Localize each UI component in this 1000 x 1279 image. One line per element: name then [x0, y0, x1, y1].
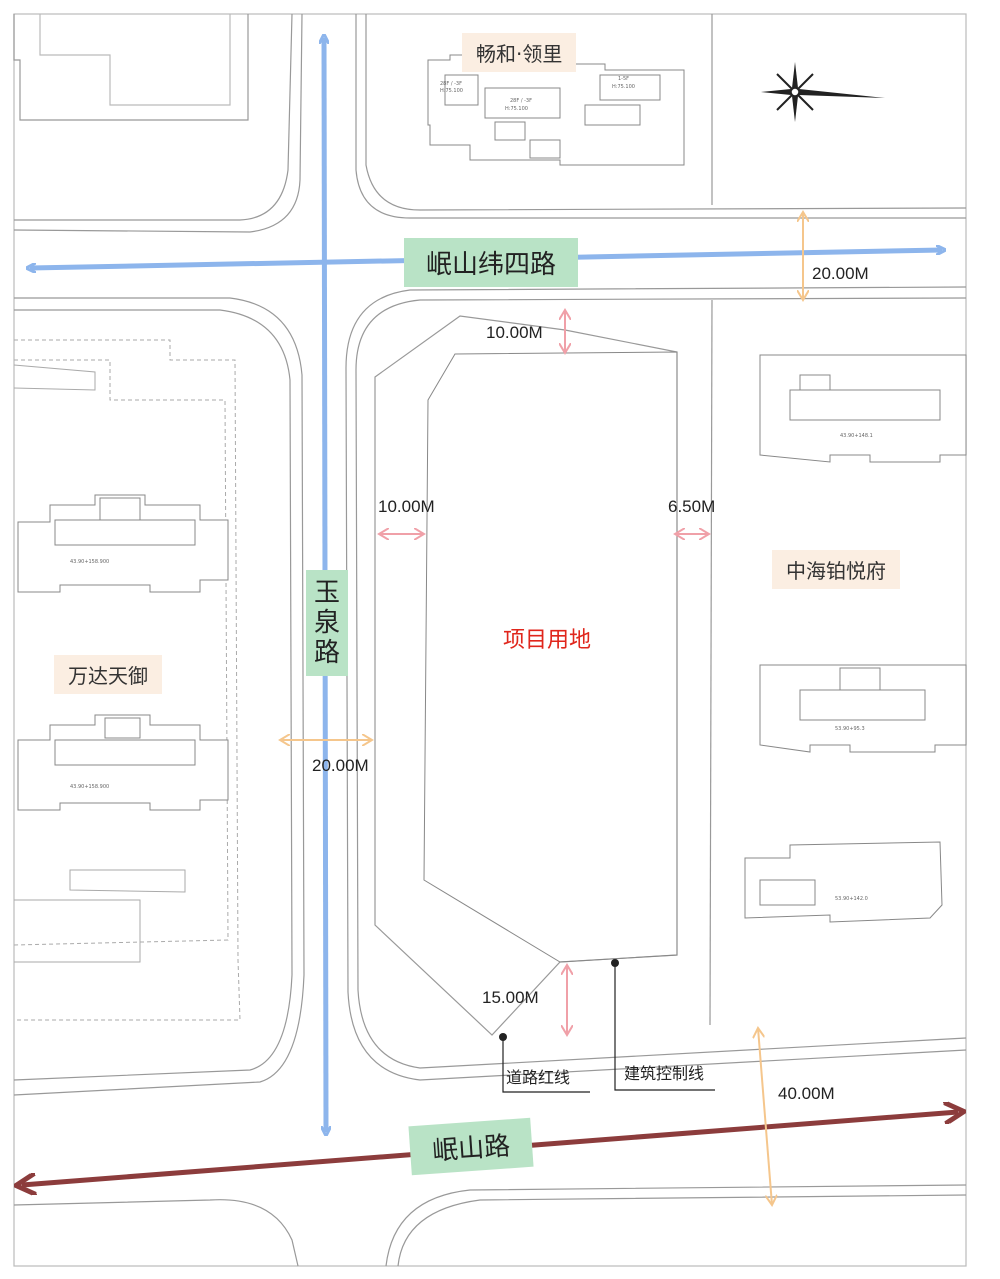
dim-north-road: 20.00M: [812, 264, 869, 283]
red-line-label: 道路红线: [506, 1068, 571, 1087]
road-edges: [13, 13, 967, 1267]
dim-setback-west: 10.00M: [378, 497, 435, 516]
community-label-north: 畅和·领里: [462, 33, 577, 72]
control-line-label: 建筑控制线: [624, 1064, 705, 1083]
west-plot-solid: [13, 364, 186, 963]
east-building-3: [744, 841, 943, 923]
south-road-width-arrow: [758, 1028, 772, 1205]
road-label-north: 岷山纬四路: [404, 238, 579, 287]
building-control-boundary: [423, 351, 678, 963]
west-building-2: [17, 714, 229, 811]
east-building-2: [759, 664, 967, 753]
building-tags: 28F / -3F H:75.100 28F / -3F H:75.100 1-…: [70, 76, 873, 902]
dim-setback-north: 10.00M: [486, 323, 543, 342]
tag-north-b1-h: H:75.100: [440, 88, 463, 94]
site-boundary: [374, 315, 678, 1036]
tag-east-b1-h: 43.90+148.1: [840, 433, 873, 439]
east-building-1: [759, 354, 967, 463]
map-frame: [13, 13, 967, 1267]
tag-west-b1-h: 43.90+158.900: [70, 559, 109, 565]
tag-north-b2-h: H:75.100: [505, 106, 528, 112]
red-line-marker: [499, 1033, 507, 1041]
site-label: 项目用地: [503, 628, 592, 653]
north-building-cluster: [427, 54, 685, 166]
tag-north-b3: 1-5F: [618, 76, 629, 82]
dim-setback-south: 15.00M: [482, 988, 539, 1007]
tag-east-b3-h: 53.90+142.0: [835, 896, 868, 902]
dim-west-road: 20.00M: [312, 756, 369, 775]
control-line-marker: [611, 959, 619, 967]
community-label-east: 中海铂悦府: [772, 550, 900, 589]
leader-lines: [502, 963, 715, 1093]
west-building-1: [17, 494, 229, 593]
north-arrow-icon: [761, 62, 885, 122]
tag-west-b2-h: 43.90+158.900: [70, 784, 109, 790]
dim-south-road: 40.00M: [778, 1084, 835, 1103]
tag-north-b1: 28F / -3F: [440, 81, 462, 87]
road-label-west: 玉泉路: [306, 570, 348, 676]
dim-setback-east: 6.50M: [668, 497, 716, 516]
tag-north-b3-h: H:75.100: [612, 84, 635, 90]
tag-east-b2-h: 53.90+95.3: [835, 726, 865, 732]
tag-north-b2: 28F / -3F: [510, 98, 532, 104]
road-label-south: 岷山路: [408, 1117, 534, 1176]
community-label-west: 万达天御: [54, 655, 162, 694]
property-lines: [13, 339, 241, 1021]
